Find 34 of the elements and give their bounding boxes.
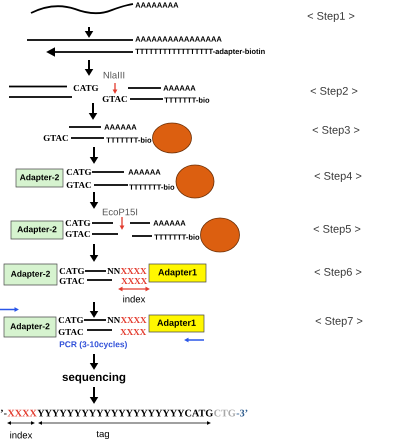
bead-circle — [176, 164, 214, 198]
caption-text: tag — [96, 430, 109, 440]
caption-text: sequencing — [62, 372, 126, 384]
sequence-text: NN — [107, 268, 120, 274]
caption-text: index — [123, 296, 146, 302]
bead-circle — [200, 218, 240, 252]
step-label: < Step2 > — [310, 87, 358, 97]
sequence-text: XXXX — [8, 410, 37, 416]
step-label: < Step6 > — [314, 268, 362, 278]
step-label: < Step7 > — [316, 317, 362, 327]
adapter-box: Adapter-2 — [16, 168, 64, 188]
adapter-box: Adapter-2 — [4, 316, 56, 338]
step-label: < Step5 > — [314, 225, 360, 235]
step-label: < Step3 > — [312, 126, 360, 136]
adapter-box: Adapter1 — [148, 264, 206, 282]
adapter-box: Adapter-2 — [4, 264, 58, 286]
step-label: < Step4 > — [314, 172, 362, 182]
sequence-text: ’- — [0, 410, 7, 414]
adapter-box: Adapter-2 — [10, 220, 64, 240]
caption-text: PCR (3-10cycles) — [60, 341, 127, 349]
sequence-text: GTAC — [44, 134, 68, 142]
adapter-box: Adapter1 — [148, 314, 204, 332]
sequence-text: CATG — [74, 84, 98, 92]
sequence-text: CTG — [214, 410, 236, 416]
sequence-text: YYYYYYYYYYYYYYYYYYYYCATG — [37, 410, 213, 416]
caption-text: index — [10, 432, 32, 438]
sequence-text: XXXX — [121, 278, 148, 284]
sequence-text: XXXX — [120, 329, 146, 335]
step-label: < Step1 > — [308, 12, 354, 22]
bead-circle — [152, 122, 192, 154]
enzyme-label: NlaIII — [104, 72, 124, 78]
sequence-text: -3’ — [236, 410, 248, 416]
enzyme-label: EcoP15I — [102, 208, 138, 216]
sequence-text: NN — [107, 317, 120, 323]
